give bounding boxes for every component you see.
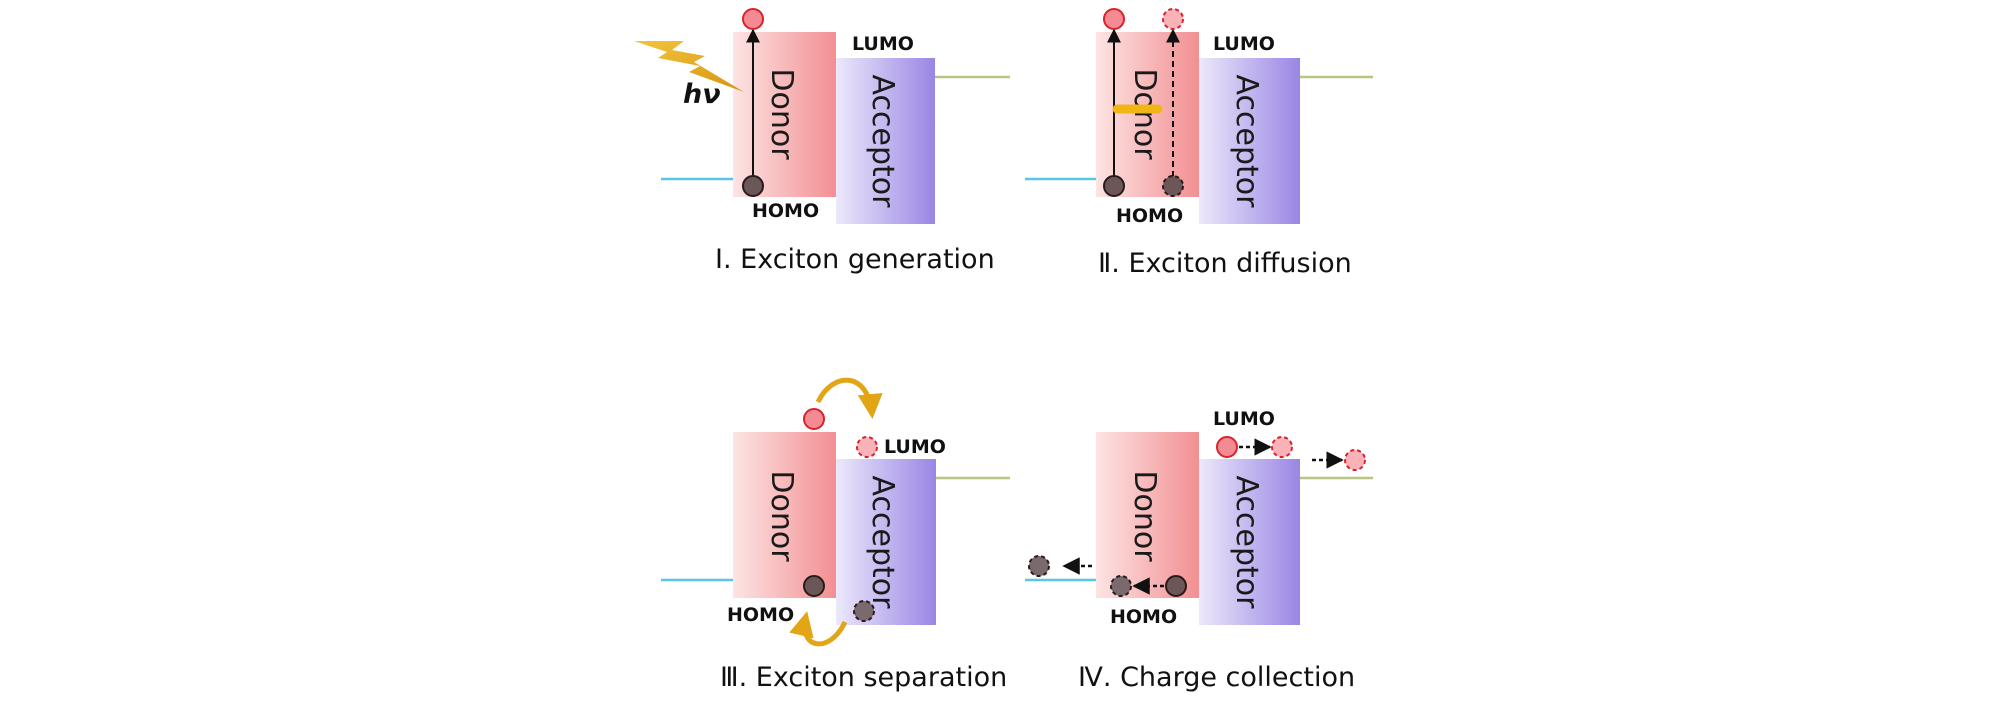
panel-exciton-separation: Donor Acceptor LUMO HOMO Ⅲ. Exciton sepa… [661, 377, 1010, 693]
acceptor-box [1199, 459, 1300, 625]
acceptor-box [836, 459, 936, 625]
panel-exciton-diffusion: Donor Acceptor LUMO HOMO Ⅱ. Exciton diff… [1025, 8, 1373, 279]
electron-icon [1103, 8, 1125, 30]
acceptor-label: Acceptor [1229, 75, 1264, 209]
caption-panel-4: Ⅳ. Charge collection [1078, 662, 1355, 693]
acceptor-label: Acceptor [865, 476, 900, 610]
moving-electron-icon [1271, 436, 1293, 458]
donor-box [1096, 432, 1199, 598]
hole-transfer-arrow [789, 611, 848, 647]
caption-panel-3: Ⅲ. Exciton separation [720, 662, 1007, 693]
photon-label: hν [683, 79, 721, 110]
panel-charge-collection: Donor Acceptor LUMO HOMO Ⅳ. Charge colle… [1025, 408, 1373, 693]
hole-icon [1165, 575, 1187, 597]
electron-icon [803, 408, 825, 430]
homo-label: HOMO [727, 604, 794, 626]
transferred-hole-icon [853, 600, 875, 622]
donor-label: Donor [764, 470, 799, 562]
acceptor-label: Acceptor [865, 75, 900, 209]
donor-box [733, 432, 836, 598]
donor-label: Donor [1127, 68, 1162, 160]
hole-icon [803, 575, 825, 597]
lumo-label: LUMO [852, 33, 914, 55]
lumo-label: LUMO [884, 436, 946, 458]
diffused-hole-icon [1162, 175, 1184, 197]
lightning-icon [634, 41, 744, 92]
moving-hole-icon [1110, 575, 1132, 597]
donor-label: Donor [1127, 470, 1162, 562]
collected-hole-icon [1028, 555, 1050, 577]
electron-transfer-arrow [815, 377, 883, 419]
electron-icon [742, 8, 764, 30]
donor-box [733, 32, 836, 197]
donor-label: Donor [764, 68, 799, 160]
diffused-electron-icon [1162, 8, 1184, 30]
acceptor-box [1199, 58, 1300, 224]
homo-label: HOMO [1110, 606, 1177, 628]
acceptor-label: Acceptor [1229, 476, 1264, 610]
acceptor-box [836, 58, 935, 224]
transferred-electron-icon [856, 436, 878, 458]
hole-icon [1103, 175, 1125, 197]
caption-panel-2: Ⅱ. Exciton diffusion [1098, 248, 1352, 279]
hole-icon [742, 175, 764, 197]
collected-electron-icon [1344, 449, 1366, 471]
electron-icon [1216, 436, 1238, 458]
caption-panel-1: Ⅰ. Exciton generation [715, 244, 995, 275]
lumo-label: LUMO [1213, 408, 1275, 430]
lumo-label: LUMO [1213, 33, 1275, 55]
panel-exciton-generation: Donor Acceptor LUMO HOMO hν Ⅰ. Exciton g… [634, 8, 1010, 275]
homo-label: HOMO [1116, 205, 1183, 227]
homo-label: HOMO [752, 200, 819, 222]
